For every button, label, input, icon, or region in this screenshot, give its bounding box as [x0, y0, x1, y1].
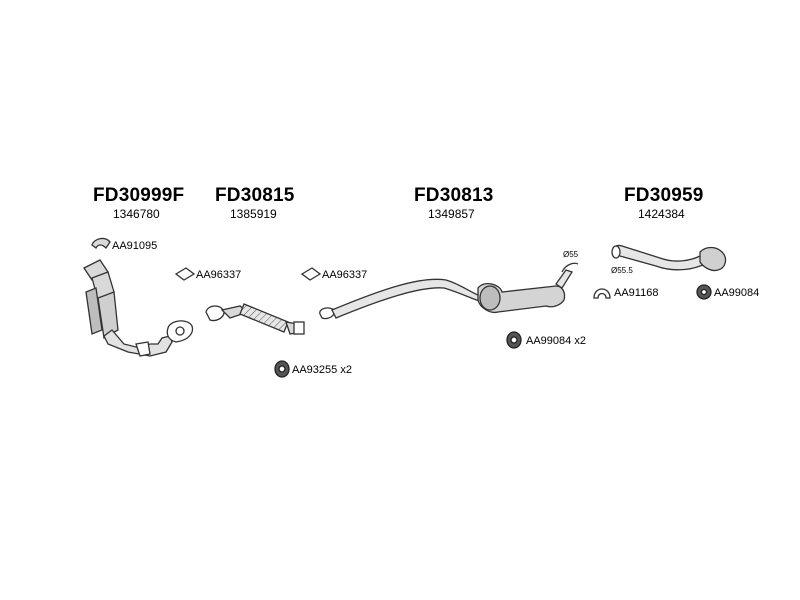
- accessory-code: AA96337: [196, 269, 242, 281]
- middle-silencer-part: [319, 262, 579, 320]
- catalytic-converter-part: [83, 259, 194, 357]
- accessory-code: AA91168: [614, 287, 659, 299]
- part-reference: 1346780: [113, 207, 160, 221]
- gasket-icon: [174, 267, 196, 281]
- diameter-label: Ø55.5: [611, 266, 633, 275]
- accessory-code: AA91095: [112, 240, 158, 252]
- diameter-label: Ø55: [563, 250, 579, 259]
- part-code: FD30959: [624, 185, 704, 206]
- rubber-mount-icon: [274, 360, 290, 378]
- part-reference: 1385919: [230, 207, 277, 221]
- clamp-icon: [91, 237, 111, 250]
- part-code: FD30813: [414, 185, 494, 206]
- rubber-mount-icon: [696, 284, 712, 300]
- u-clamp-icon: [593, 288, 611, 299]
- part-reference: 1349857: [428, 207, 475, 221]
- accessory-code: AA93255 x2: [292, 364, 352, 376]
- accessory-code: AA99084: [714, 287, 760, 299]
- accessory-code: AA96337: [322, 269, 368, 281]
- part-code: FD30815: [215, 185, 295, 206]
- rubber-mount-icon: [506, 331, 522, 349]
- tail-pipe-part: [611, 244, 727, 272]
- gasket-icon: [300, 267, 322, 281]
- flex-pipe-part: [205, 303, 305, 335]
- accessory-code: AA99084 x2: [526, 335, 586, 347]
- part-code: FD30999F: [93, 185, 185, 206]
- part-reference: 1424384: [638, 207, 685, 221]
